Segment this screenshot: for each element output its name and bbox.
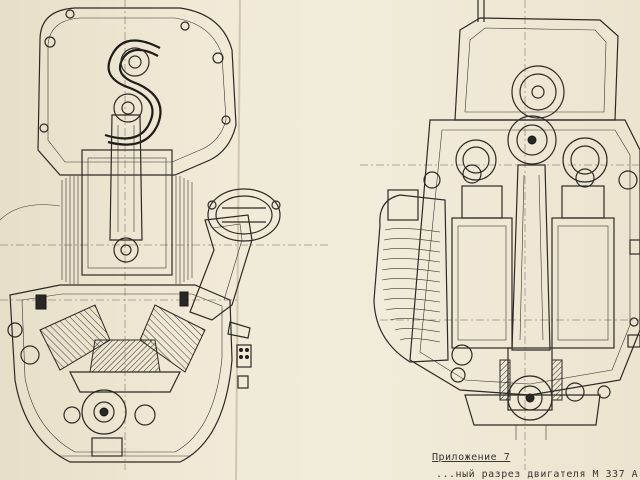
timing-chain	[104, 39, 161, 140]
section-title: ...ный разрез двигателя М 337 А	[436, 469, 639, 480]
appendix-label: Приложение 7	[432, 452, 511, 463]
crankcase	[9, 284, 233, 463]
right-gear	[562, 137, 608, 183]
center-connecting-rod	[511, 164, 551, 351]
longitudinal-section-view	[0, 0, 330, 470]
paper-fold	[235, 0, 241, 480]
left-fin-drum	[373, 194, 449, 363]
crankcase-body	[409, 119, 640, 396]
cross-section-view	[360, 0, 640, 470]
crankshaft-gear	[81, 389, 127, 435]
upper-housing	[454, 17, 619, 121]
sump	[464, 394, 601, 426]
side-connector	[236, 344, 252, 368]
cylinder-block	[81, 149, 173, 276]
intake-manifold	[189, 214, 253, 321]
connecting-rod	[109, 114, 143, 241]
timing-cover	[37, 7, 237, 176]
piston-pin	[113, 237, 139, 263]
drum-fins	[381, 228, 441, 343]
cooling-fins	[61, 176, 193, 284]
camshaft-sprocket	[120, 47, 150, 77]
top-gear	[511, 65, 565, 119]
side-bracket	[387, 189, 419, 221]
crankshaft-web	[507, 115, 557, 165]
carburetor-flange	[207, 188, 281, 242]
left-cylinder	[451, 217, 513, 349]
left-gear	[455, 139, 497, 181]
right-cylinder	[551, 217, 615, 349]
